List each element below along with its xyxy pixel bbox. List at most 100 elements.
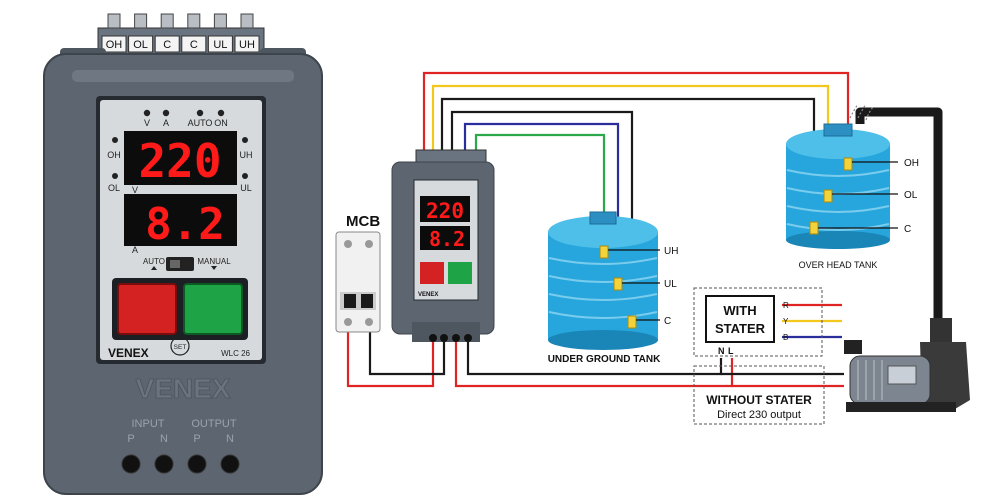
wire-red-supply: [346, 332, 435, 388]
model-label: WLC 26: [221, 349, 250, 358]
voltage-display: [124, 131, 237, 185]
delivery-pipe: [849, 103, 943, 330]
oh-tank-lid: [823, 123, 853, 137]
without-stater-panel: WITHOUT STATER Direct 230 output: [693, 365, 825, 425]
led-label-auto: AUTO: [188, 118, 213, 128]
probe-c-ug-icon: [627, 315, 637, 329]
led-auto-icon: [196, 109, 204, 117]
terminal-label: OH: [106, 39, 123, 51]
terminal-screw-icon: [107, 13, 121, 29]
phase-label-y: Y: [783, 317, 789, 326]
stater-box: [705, 295, 775, 343]
arrow-up-icon: [151, 266, 157, 270]
small-bottom-terminals: [412, 322, 480, 342]
terminal-label-box: [128, 35, 154, 53]
oh-tank-label: OVER HEAD TANK: [799, 260, 878, 270]
pump-outlet-flange: [930, 318, 952, 342]
terminal-label-box: [207, 35, 233, 53]
terminal-label: C: [190, 39, 198, 51]
without-stater-subtitle: Direct 230 output: [717, 409, 801, 421]
mode-auto-label: AUTO: [143, 257, 165, 266]
start-button[interactable]: [183, 283, 243, 335]
mcb-lever-right[interactable]: [361, 294, 373, 308]
overhead-tank: OH OL C OVER HEAD TANK: [786, 123, 919, 270]
motor-base: [846, 402, 956, 412]
terminal-label-box: [154, 35, 180, 53]
wire-green-uh: [474, 133, 606, 248]
small-terminal-4-icon: [464, 334, 472, 342]
arrow-down-icon: [211, 266, 217, 270]
ug-tank-lid: [589, 211, 617, 225]
led-ol-icon: [112, 173, 118, 179]
led-ul-icon: [242, 173, 248, 179]
side-label-oh: OH: [107, 150, 121, 160]
probe-label-c-oh: C: [904, 224, 911, 235]
small-current-display: [420, 226, 470, 250]
terminal-hole-icon: [187, 454, 207, 474]
wire-black-supply: [368, 332, 446, 376]
phase-label-b: B: [783, 333, 788, 342]
panel-brand: VENEX: [108, 346, 149, 360]
mcb-label: MCB: [346, 213, 380, 230]
pump-motor: [844, 318, 970, 412]
terminal-label-box: [234, 35, 260, 53]
ug-tank-label: UNDER GROUND TANK: [548, 354, 661, 365]
ug-tank-bottom: [548, 330, 658, 350]
small-stop-button[interactable]: [420, 262, 444, 284]
led-label-a: A: [163, 118, 169, 128]
mcb-screw-bl-icon: [344, 318, 352, 326]
terminal-screw-icon: [213, 13, 227, 29]
side-label-ul: UL: [240, 183, 252, 193]
input-label: INPUT: [132, 418, 165, 430]
oh-tank-bottom: [786, 231, 890, 249]
probe-label-oh: OH: [904, 158, 919, 169]
terminal-label: UH: [239, 39, 255, 51]
small-current-readout: 8.2: [429, 227, 465, 251]
bottom-terminal-label: N: [160, 433, 168, 445]
voltage-readout: 220: [138, 134, 221, 188]
terminal-hole-icon: [154, 454, 174, 474]
stater-title-line2: STATER: [715, 321, 766, 336]
probe-ol-icon: [823, 189, 833, 203]
small-start-button[interactable]: [448, 262, 472, 284]
led-v-icon: [143, 109, 151, 117]
ug-tank-top: [548, 216, 658, 248]
bottom-terminal-label: N: [226, 433, 234, 445]
enclosure-top-ridge: [72, 70, 294, 82]
probe-label-ul: UL: [664, 279, 677, 290]
terminal-label: UL: [213, 39, 227, 51]
mcb-lever-left[interactable]: [344, 294, 356, 308]
probe-c-oh-icon: [809, 221, 819, 235]
led-uh-icon: [242, 137, 248, 143]
stop-button[interactable]: [117, 283, 177, 335]
without-stater-outline: [693, 365, 825, 425]
oh-tank-top: [786, 129, 890, 159]
terminal-screw-icon: [187, 13, 201, 29]
terminal-label: OL: [133, 39, 148, 51]
terminal-screw-icon: [134, 13, 148, 29]
side-label-uh: UH: [240, 150, 253, 160]
embossed-brand: VENEX: [136, 373, 231, 404]
terminal-screw-icon: [160, 13, 174, 29]
probe-ul-icon: [613, 277, 623, 291]
small-terminal-2-icon: [440, 334, 448, 342]
small-voltage-readout: 220: [426, 199, 464, 223]
probe-oh-icon: [843, 157, 853, 171]
led-label-v: V: [144, 118, 150, 128]
side-label-ol: OL: [108, 183, 120, 193]
led-on-icon: [217, 109, 225, 117]
probe-uh-icon: [599, 245, 609, 259]
wire-red-oh: [422, 71, 850, 160]
small-terminal-1-icon: [429, 334, 437, 342]
set-button[interactable]: [170, 336, 190, 356]
mcb-screw-left-icon: [344, 240, 352, 248]
oh-tank-ribs: [786, 169, 890, 231]
current-display: [124, 194, 237, 246]
led-label-on: ON: [214, 118, 228, 128]
wire-blue-ul: [463, 122, 620, 280]
mcb-screw-right-icon: [365, 240, 373, 248]
without-stater-title: WITHOUT STATER: [706, 393, 812, 407]
terminal-screw-icon: [240, 13, 254, 29]
